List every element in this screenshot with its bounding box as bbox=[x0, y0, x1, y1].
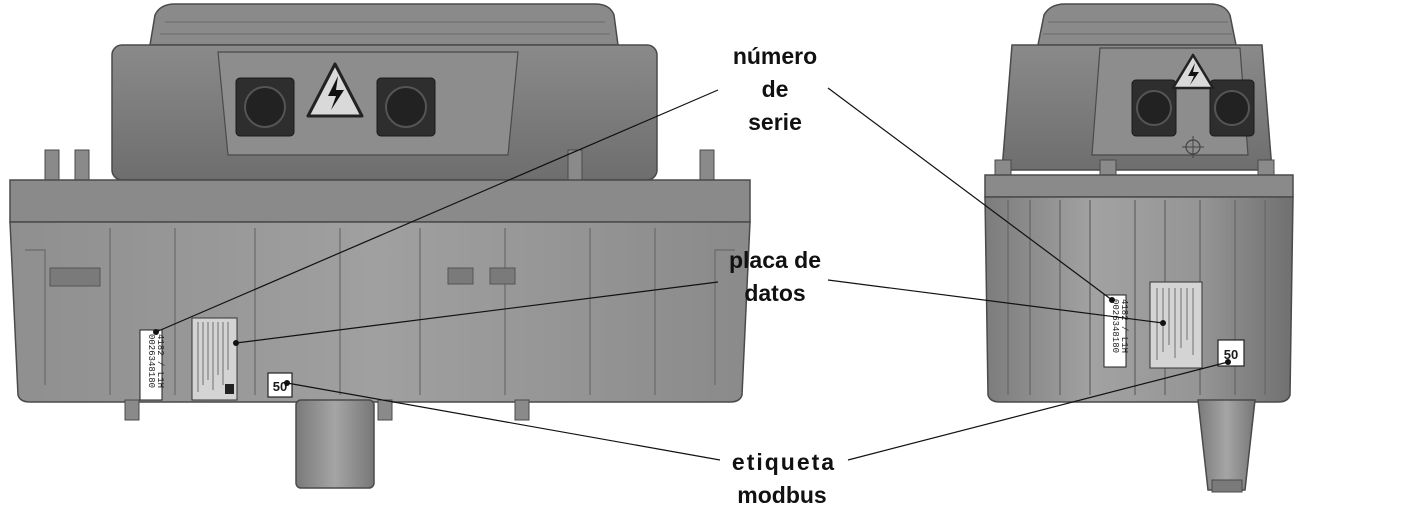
actuator-front-view: 0026348180 4182 / L1H 50 bbox=[9, 3, 751, 489]
svg-text:50: 50 bbox=[1224, 347, 1238, 362]
leader-serial-left bbox=[155, 89, 719, 333]
actuator-side-view: 0026348180 4182 / L1H 50 bbox=[984, 3, 1294, 493]
leader-lines bbox=[153, 87, 1231, 461]
rating-plate bbox=[191, 317, 238, 401]
main-housing-side bbox=[984, 196, 1294, 403]
high-voltage-warning-icon bbox=[306, 62, 364, 118]
modbus-tag-right: 50 bbox=[1217, 339, 1245, 367]
svg-text:0026348180: 0026348180 bbox=[1110, 299, 1120, 353]
callout-labels: número de serie placa de datos etiqueta … bbox=[729, 43, 836, 506]
label-plate-line1: placa de bbox=[729, 247, 821, 273]
label-plate-line2: datos bbox=[744, 280, 805, 306]
serial-number-tag-side: 0026348180 4182 / L1H bbox=[1103, 294, 1129, 368]
serial-number-text: 0026348180 bbox=[146, 334, 156, 388]
output-shaft bbox=[295, 399, 375, 489]
leader-serial-right bbox=[827, 87, 1113, 301]
leader-plate-right bbox=[827, 279, 1164, 324]
label-modbus-line2: modbus bbox=[737, 482, 826, 506]
top-cap-side bbox=[1037, 3, 1237, 46]
label-modbus-line1: etiqueta bbox=[732, 449, 836, 475]
svg-text:4182 / L1H: 4182 / L1H bbox=[1119, 299, 1129, 353]
rating-plate-side bbox=[1149, 281, 1203, 369]
leader-modbus-right bbox=[847, 361, 1229, 461]
upper-housing bbox=[9, 179, 751, 223]
label-serial-line3: serie bbox=[748, 109, 802, 135]
main-housing bbox=[9, 221, 751, 403]
output-shaft-side bbox=[1197, 399, 1256, 491]
label-serial-line1: número bbox=[733, 43, 817, 69]
serial-model-text: 4182 / L1H bbox=[155, 334, 165, 388]
high-voltage-warning-icon-side bbox=[1171, 53, 1215, 90]
svg-text:50: 50 bbox=[273, 379, 287, 394]
label-serial-line2: de bbox=[762, 76, 789, 102]
serial-number-tag: 0026348180 4182 / L1H bbox=[139, 329, 165, 401]
leader-modbus-left bbox=[286, 382, 721, 461]
leader-plate-left bbox=[235, 281, 719, 344]
top-cap bbox=[149, 3, 619, 46]
housing-ribs bbox=[25, 228, 735, 395]
